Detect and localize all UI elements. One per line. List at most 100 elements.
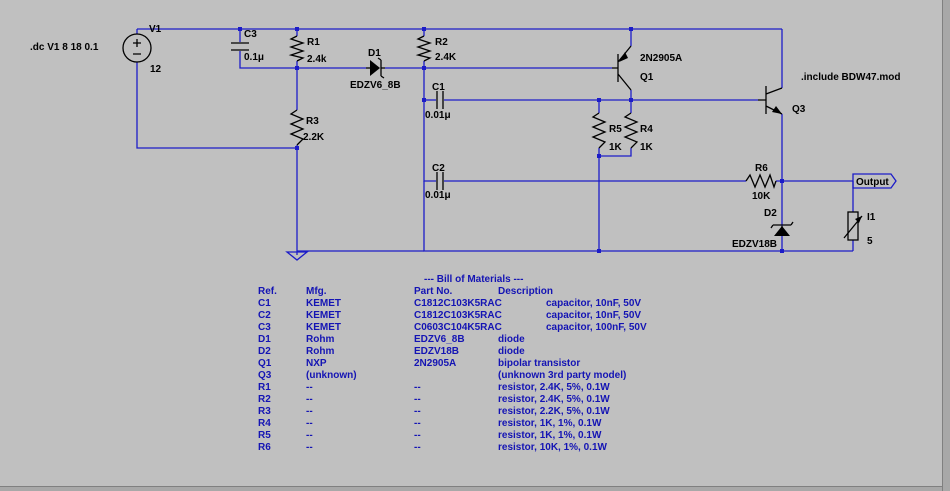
schematic-labels: .dc V1 8 18 0.1 .include BDW47.mod V1 12… <box>30 24 900 250</box>
source-v1[interactable] <box>122 33 152 63</box>
c2-value: 0.01μ <box>425 190 451 201</box>
bom-cell-mfg: Rohm <box>306 346 335 357</box>
bom-header-desc: Description <box>498 286 554 297</box>
bom-cell-ref: Q1 <box>258 358 272 369</box>
capacitor-c2[interactable] <box>436 172 444 190</box>
r3-ref: R3 <box>306 116 319 127</box>
bom-cell-mfg: -- <box>306 430 313 441</box>
bom-cell-mfg: KEMET <box>306 322 341 333</box>
bom-cell-part: -- <box>414 406 421 417</box>
bom-cell-part: C1812C103K5RAC <box>414 310 502 321</box>
bom-cell-desc: resistor, 2.2K, 5%, 0.1W <box>498 406 610 417</box>
v1-ref: V1 <box>149 24 162 35</box>
capacitor-c3[interactable] <box>231 42 249 51</box>
window-bottom-border <box>0 486 942 491</box>
d2-value: EDZV18B <box>732 239 777 250</box>
c3-value: 0.1μ <box>244 52 264 63</box>
bom-cell-ref: Q3 <box>258 370 272 381</box>
transistor-q3[interactable] <box>758 86 783 115</box>
r6-ref: R6 <box>755 163 768 174</box>
bom-cell-desc: capacitor, 10nF, 50V <box>546 310 642 321</box>
current-source-i1[interactable] <box>843 211 863 241</box>
r6-value: 10K <box>752 191 771 202</box>
bom-cell-part: -- <box>414 394 421 405</box>
output-label[interactable]: Output <box>856 177 889 188</box>
d1-value: EDZV6_8B <box>350 80 401 91</box>
r1-value: 2.4k <box>307 54 327 65</box>
bom-title: --- Bill of Materials --- <box>424 274 524 285</box>
bom-cell-mfg: -- <box>306 418 313 429</box>
r4-value: 1K <box>640 142 654 153</box>
r5-value: 1K <box>609 142 623 153</box>
bom-cell-part: -- <box>414 382 421 393</box>
r1-ref: R1 <box>307 37 320 48</box>
window-right-border <box>942 0 950 491</box>
c1-ref: C1 <box>432 82 445 93</box>
bom-cell-mfg: -- <box>306 394 313 405</box>
transistor-q1[interactable] <box>612 45 632 91</box>
bom-cell-mfg: Rohm <box>306 334 335 345</box>
bom-cell-mfg: NXP <box>306 358 327 369</box>
bom-cell-ref: R2 <box>258 394 271 405</box>
capacitor-c1[interactable] <box>436 91 444 109</box>
q1-value: 2N2905A <box>640 53 682 64</box>
c3-ref: C3 <box>244 29 257 40</box>
bom-cell-mfg: KEMET <box>306 310 341 321</box>
v1-value: 12 <box>150 64 162 75</box>
r5-ref: R5 <box>609 124 622 135</box>
bom-cell-part: EDZV18B <box>414 346 460 357</box>
bom-cell-ref: R5 <box>258 430 271 441</box>
bom-header-mfg: Mfg. <box>306 286 327 297</box>
i1-value: 5 <box>867 236 873 247</box>
resistor-r6[interactable] <box>745 173 777 190</box>
bom-cell-desc: capacitor, 10nF, 50V <box>546 298 642 309</box>
r3-value: 2.2K <box>303 132 325 143</box>
bom-cell-desc: resistor, 2.4K, 5%, 0.1W <box>498 382 610 393</box>
include-directive[interactable]: .include BDW47.mod <box>801 72 900 83</box>
dc-directive[interactable]: .dc V1 8 18 0.1 <box>30 42 99 53</box>
bom-cell-ref: C2 <box>258 310 271 321</box>
bom-cell-ref: R1 <box>258 382 271 393</box>
c1-value: 0.01μ <box>425 110 451 121</box>
bom-cell-ref: C1 <box>258 298 271 309</box>
output-net-flag[interactable] <box>852 173 897 189</box>
bom-cell-ref: R3 <box>258 406 271 417</box>
junctions <box>238 27 784 253</box>
bom-cell-part: C1812C103K5RAC <box>414 298 502 309</box>
q3-ref: Q3 <box>792 104 806 115</box>
r4-ref: R4 <box>640 124 653 135</box>
bom-cell-desc: diode <box>498 346 525 357</box>
bom-cell-desc: capacitor, 100nF, 50V <box>546 322 647 333</box>
bom-cell-desc: resistor, 2.4K, 5%, 0.1W <box>498 394 610 405</box>
bom-cell-desc: resistor, 10K, 1%, 0.1W <box>498 442 607 453</box>
bom-cell-mfg: -- <box>306 406 313 417</box>
resistor-r3[interactable] <box>289 109 305 146</box>
bom-cell-part: 2N2905A <box>414 358 457 369</box>
bom-cell-mfg: -- <box>306 382 313 393</box>
bom-cell-desc: diode <box>498 334 525 345</box>
d1-ref: D1 <box>368 48 381 59</box>
bom-cell-ref: D1 <box>258 334 271 345</box>
resistor-r2[interactable] <box>415 35 433 62</box>
bom-cell-part: -- <box>414 418 421 429</box>
q1-ref: Q1 <box>640 72 654 83</box>
resistor-r5[interactable] <box>591 112 607 149</box>
bom-cell-part: -- <box>414 430 421 441</box>
r2-value: 2.4K <box>435 52 457 63</box>
diode-d2[interactable] <box>770 221 794 236</box>
ground-symbol[interactable] <box>285 251 309 261</box>
i1-ref: I1 <box>867 212 876 223</box>
c2-ref: C2 <box>432 163 445 174</box>
bom-cell-ref: R6 <box>258 442 271 453</box>
d2-ref: D2 <box>764 208 777 219</box>
resistor-r4[interactable] <box>623 112 639 149</box>
resistor-r1[interactable] <box>288 35 306 62</box>
bom-cell-part: -- <box>414 442 421 453</box>
r2-ref: R2 <box>435 37 448 48</box>
bom-cell-ref: C3 <box>258 322 271 333</box>
diode-d1[interactable] <box>366 57 385 79</box>
bom-cell-desc: resistor, 1K, 1%, 0.1W <box>498 418 602 429</box>
